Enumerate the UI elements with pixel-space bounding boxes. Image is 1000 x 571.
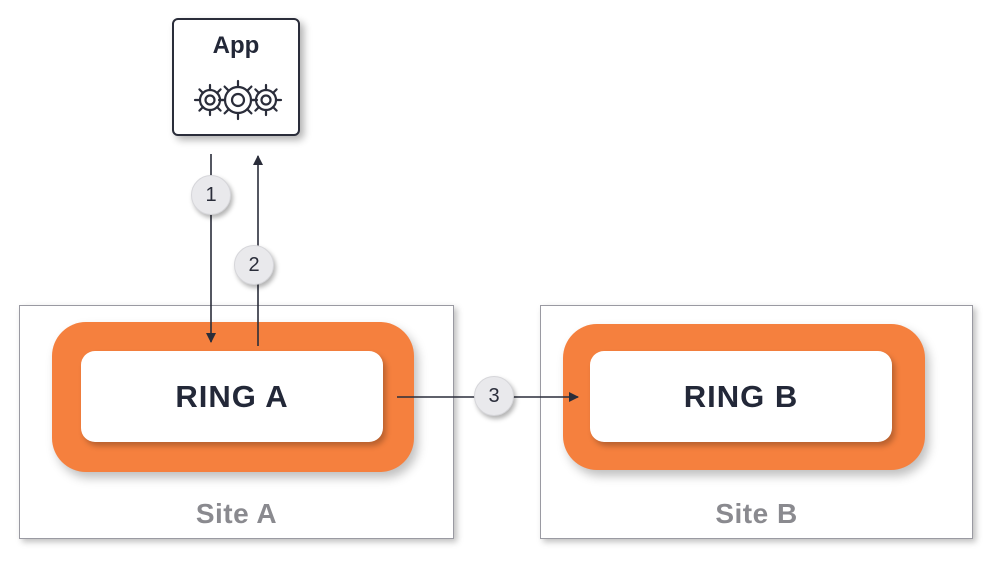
gears-icon (193, 79, 283, 121)
step-3-badge: 3 (474, 376, 514, 416)
ring-a-label: RING A (81, 351, 383, 442)
ring-b-label: RING B (590, 351, 892, 442)
app-title: App (212, 32, 260, 59)
site-b-label: Site B (715, 498, 798, 529)
site-a-label: Site A (195, 498, 278, 529)
step-1-badge: 1 (191, 175, 231, 215)
step-2-badge: 2 (234, 245, 274, 285)
app-node: App (172, 18, 300, 136)
